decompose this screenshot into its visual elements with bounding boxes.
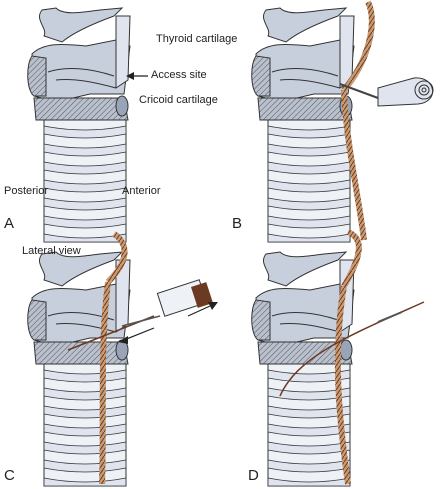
panel-letter-d: D <box>248 467 259 484</box>
cricoid-cartilage-label: Cricoid cartilage <box>139 94 218 106</box>
thyroid-cartilage-label: Thyroid cartilage <box>156 33 238 45</box>
posterior-label: Posterior <box>4 185 49 197</box>
panel-letter-a: A <box>4 215 15 232</box>
lateral-view-label: Lateral view <box>22 245 81 257</box>
guidewire <box>341 0 375 241</box>
anterior-label: Anterior <box>122 185 161 197</box>
panel-letter-b: B <box>232 215 243 232</box>
access-site-label: Access site <box>151 69 207 81</box>
panel-a <box>27 7 148 243</box>
guidewire <box>334 229 362 485</box>
panel-letter-c: C <box>4 467 15 484</box>
guidewire <box>99 231 128 485</box>
direction-arrow <box>187 305 211 317</box>
panel-d <box>251 229 425 487</box>
panel-b <box>251 0 434 243</box>
panel-c <box>27 231 218 487</box>
